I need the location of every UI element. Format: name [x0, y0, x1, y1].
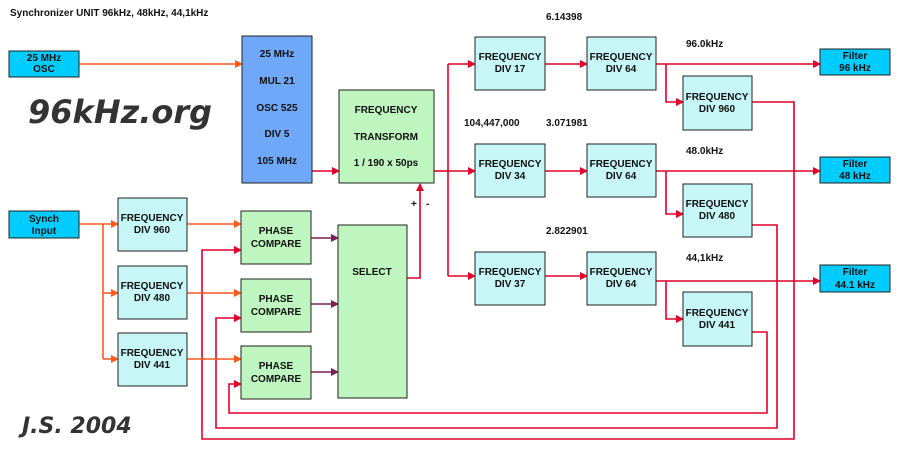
- wire-select-transform: [407, 183, 424, 279]
- div37-line1: FREQUENCY: [479, 267, 542, 278]
- osc-line2: OSC: [33, 64, 55, 75]
- input-div-441-line2: DIV 441: [134, 360, 171, 371]
- phase-1-line2: COMPARE: [251, 239, 302, 250]
- connection-lines: [79, 60, 821, 440]
- div64a-line1: FREQUENCY: [590, 52, 653, 63]
- wire-to-outdiv960: [665, 64, 684, 106]
- wire-to-outdiv480: [665, 171, 684, 218]
- input-div-480-line2: DIV 480: [134, 293, 171, 304]
- stage1-div34-box: FREQUENCY DIV 34: [474, 143, 546, 198]
- div34-line2: DIV 34: [495, 171, 526, 182]
- input-div-480-box: FREQUENCY DIV 480: [117, 265, 188, 320]
- select-box: SELECT: [337, 224, 408, 399]
- stage2-div64-c-box: FREQUENCY DIV 64: [586, 251, 657, 306]
- pll-line2: MUL 21: [259, 76, 295, 87]
- stage1-div17-box: FREQUENCY DIV 17: [474, 36, 546, 91]
- filter-44-line2: 44.1 kHz: [835, 280, 875, 291]
- plus-label: +: [411, 199, 417, 210]
- wire-feedback-960: [201, 101, 795, 440]
- phase-3-line1: PHASE: [259, 361, 294, 372]
- wire-to-outdiv441: [665, 281, 684, 323]
- pll-line3: OSC 525: [256, 103, 298, 114]
- input-div-480-line1: FREQUENCY: [121, 281, 184, 292]
- out-freq-label-3: 44,1kHz: [686, 253, 723, 264]
- div34-line1: FREQUENCY: [479, 159, 542, 170]
- div64b-line2: DIV 64: [606, 171, 637, 182]
- filter-96-box: Filter 96 kHz: [819, 48, 891, 76]
- input-div-960-line1: FREQUENCY: [121, 213, 184, 224]
- phase-compare-3-box: PHASE COMPARE: [240, 345, 312, 400]
- filter-44-box: Filter 44.1 kHz: [819, 264, 891, 293]
- filter-48-line1: Filter: [843, 159, 868, 170]
- phase-compare-1-box: PHASE COMPARE: [240, 210, 312, 265]
- input-div-441-line1: FREQUENCY: [121, 348, 184, 359]
- out-div-480-line2: DIV 480: [699, 211, 736, 222]
- signature-text: J.S. 2004: [18, 414, 132, 439]
- pll-line1: 25 MHz: [260, 49, 294, 60]
- synch-input-box: Synch Input: [8, 210, 80, 239]
- pll-line4: DIV 5: [264, 129, 289, 140]
- filter-96-line2: 96 kHz: [839, 63, 871, 74]
- input-div-960-line2: DIV 960: [134, 225, 171, 236]
- out-div-441-line2: DIV 441: [699, 320, 736, 331]
- freq-label-1: 6.14398: [546, 12, 583, 23]
- minus-label: -: [426, 199, 429, 210]
- stage2-div64-b-box: FREQUENCY DIV 64: [586, 143, 657, 198]
- transform-line2: TRANSFORM: [354, 132, 418, 143]
- select-label: SELECT: [352, 267, 391, 278]
- input-div-441-box: FREQUENCY DIV 441: [117, 332, 188, 387]
- div64c-line1: FREQUENCY: [590, 267, 653, 278]
- div37-line2: DIV 37: [495, 279, 526, 290]
- phase-3-line2: COMPARE: [251, 374, 302, 385]
- freq-label-3: 2.822901: [546, 226, 588, 237]
- out-freq-label-2: 48.0kHz: [686, 146, 723, 157]
- transform-line1: FREQUENCY: [355, 105, 418, 116]
- div64a-line2: DIV 64: [606, 64, 637, 75]
- wire-feedback-441: [228, 331, 768, 414]
- osc-box: 25 MHz OSC: [8, 50, 80, 78]
- out-div-960-line1: FREQUENCY: [686, 92, 749, 103]
- div17-line2: DIV 17: [495, 64, 526, 75]
- phase-2-line1: PHASE: [259, 294, 294, 305]
- wire-feedback-480: [215, 224, 778, 429]
- synch-line2: Input: [32, 226, 57, 237]
- out-div-480-box: FREQUENCY DIV 480: [682, 183, 753, 238]
- filter-44-line1: Filter: [843, 267, 868, 278]
- pll-line5: 105 MHz: [257, 156, 297, 167]
- synch-line1: Synch: [29, 214, 59, 225]
- out-div-441-line1: FREQUENCY: [686, 308, 749, 319]
- div64c-line2: DIV 64: [606, 279, 637, 290]
- stage1-div37-box: FREQUENCY DIV 37: [474, 251, 546, 306]
- div17-line1: FREQUENCY: [479, 52, 542, 63]
- out-div-960-box: FREQUENCY DIV 960: [682, 75, 753, 131]
- out-div-441-box: FREQUENCY DIV 441: [682, 291, 753, 347]
- phase-2-line2: COMPARE: [251, 307, 302, 318]
- out-div-480-line1: FREQUENCY: [686, 199, 749, 210]
- div64b-line1: FREQUENCY: [590, 159, 653, 170]
- stage2-div64-a-box: FREQUENCY DIV 64: [586, 36, 657, 91]
- filter-48-line2: 48 kHz: [839, 171, 871, 182]
- filter-48-box: Filter 48 kHz: [819, 156, 891, 184]
- pll-box: 25 MHz MUL 21 OSC 525 DIV 5 105 MHz: [241, 35, 313, 184]
- logo-text: 96kHz.org: [28, 93, 212, 131]
- freq-label-2: 3.071981: [546, 118, 588, 129]
- phase-1-line1: PHASE: [259, 226, 294, 237]
- input-div-960-box: FREQUENCY DIV 960: [117, 197, 188, 252]
- mid-freq-label: 104,447,000: [464, 118, 520, 129]
- osc-line1: 25 MHz: [27, 53, 61, 64]
- phase-compare-2-box: PHASE COMPARE: [240, 278, 312, 333]
- out-div-960-line2: DIV 960: [699, 104, 736, 115]
- diagram-title: Synchronizer UNIT 96kHz, 48kHz, 44,1kHz: [10, 8, 208, 19]
- out-freq-label-1: 96.0kHz: [686, 39, 723, 50]
- transform-box: FREQUENCY TRANSFORM 1 / 190 x 50ps: [338, 89, 435, 184]
- filter-96-line1: Filter: [843, 51, 868, 62]
- transform-line3: 1 / 190 x 50ps: [354, 158, 419, 169]
